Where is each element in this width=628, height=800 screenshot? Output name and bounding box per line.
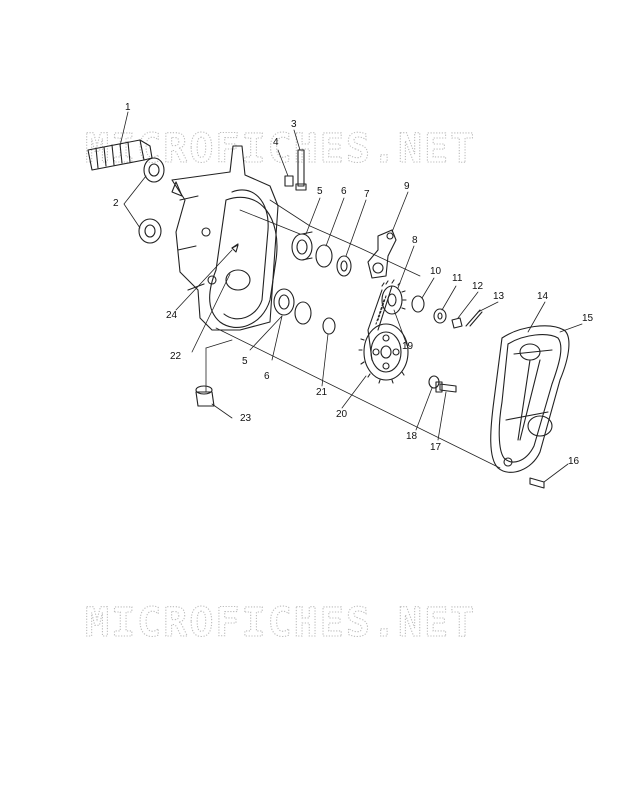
callout-5-lower: 5 bbox=[242, 356, 248, 367]
part-washer-18 bbox=[428, 375, 440, 389]
callout-12: 12 bbox=[472, 281, 484, 292]
guide-lines bbox=[205, 199, 501, 469]
part-shaft bbox=[87, 139, 153, 171]
part-washer-11 bbox=[433, 308, 447, 324]
part-chaincase-cover bbox=[490, 325, 570, 473]
callout-20: 20 bbox=[336, 409, 348, 420]
callout-3: 3 bbox=[291, 119, 297, 130]
part-screw-16 bbox=[529, 477, 545, 489]
callout-13: 13 bbox=[493, 291, 505, 302]
callout-9: 9 bbox=[404, 181, 410, 192]
watermark-top: MICROFICHES.NET bbox=[85, 126, 476, 172]
callout-11: 11 bbox=[452, 273, 463, 284]
callout-14: 14 bbox=[537, 291, 549, 302]
callout-8: 8 bbox=[412, 235, 418, 246]
callout-18: 18 bbox=[406, 431, 418, 442]
part-pin-24 bbox=[231, 243, 239, 249]
leader-lines bbox=[119, 111, 583, 483]
part-bolt-3 bbox=[295, 149, 307, 191]
callout-23: 23 bbox=[240, 413, 252, 424]
part-washer-10 bbox=[411, 295, 425, 313]
callout-6: 6 bbox=[341, 186, 347, 197]
callout-24: 24 bbox=[166, 310, 178, 321]
callout-15: 15 bbox=[582, 313, 594, 324]
part-cotter-pin-13 bbox=[465, 309, 483, 327]
part-seal-upper bbox=[143, 157, 165, 183]
part-tensioner-arm bbox=[367, 229, 397, 279]
callout-7: 7 bbox=[364, 189, 370, 200]
part-seal-lower bbox=[138, 218, 162, 244]
part-oring-lower bbox=[294, 301, 312, 325]
callout-1: 1 bbox=[125, 102, 131, 113]
callout-4: 4 bbox=[273, 137, 279, 148]
part-nut-12 bbox=[451, 317, 463, 329]
part-nut-4 bbox=[284, 175, 294, 187]
callout-22: 22 bbox=[170, 351, 182, 362]
part-oring-upper bbox=[315, 244, 333, 268]
callout-5: 5 bbox=[317, 186, 323, 197]
callout-2: 2 bbox=[113, 198, 119, 209]
callout-10: 10 bbox=[430, 266, 442, 277]
callout-21: 21 bbox=[316, 387, 328, 398]
part-chaincase-housing bbox=[171, 145, 279, 331]
part-lower-gear bbox=[358, 323, 409, 384]
part-bearing-lower bbox=[273, 288, 295, 316]
callout-17: 17 bbox=[430, 442, 442, 453]
part-drain-plug bbox=[195, 385, 215, 407]
callout-16: 16 bbox=[568, 456, 580, 467]
part-bolt-17 bbox=[435, 381, 457, 393]
callout-19: 19 bbox=[402, 341, 414, 352]
part-washer-21 bbox=[322, 317, 336, 335]
part-bearing-upper bbox=[291, 231, 313, 261]
watermark-bottom: MICROFICHES.NET bbox=[85, 600, 476, 646]
part-spacer-7 bbox=[336, 255, 352, 277]
callout-6-lower: 6 bbox=[264, 371, 270, 382]
